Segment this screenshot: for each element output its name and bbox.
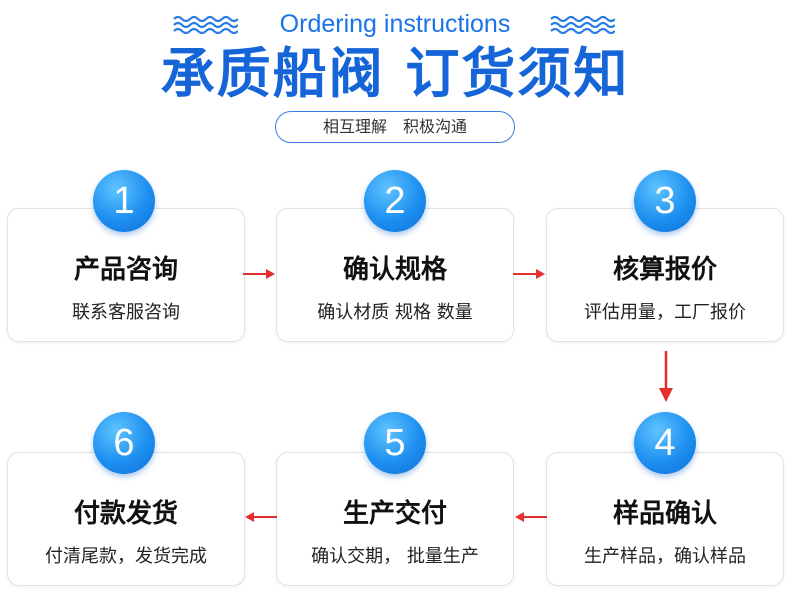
- step-card-4: 样品确认 生产样品，确认样品: [546, 452, 784, 586]
- step-desc: 确认材质 规格 数量: [317, 302, 473, 323]
- step-number-badge: 1: [93, 170, 155, 232]
- step-number-badge: 5: [364, 412, 426, 474]
- step-desc: 联系客服咨询: [72, 302, 180, 323]
- step-title: 核算报价: [612, 255, 717, 285]
- wave-decoration-icon: [173, 15, 238, 35]
- step-title: 样品确认: [612, 499, 717, 529]
- step-desc: 付清尾款，发货完成: [45, 546, 207, 567]
- step-desc: 评估用量，工厂报价: [584, 302, 746, 323]
- arrow-left-icon: [515, 512, 547, 522]
- arrow-right-icon: [243, 269, 275, 279]
- step-card-2: 确认规格 确认材质 规格 数量: [276, 208, 514, 342]
- step-card-5: 生产交付 确认交期， 批量生产: [276, 452, 514, 586]
- step-number-badge: 2: [364, 170, 426, 232]
- step-number-badge: 3: [634, 170, 696, 232]
- slogan-pill: 相互理解 积极沟通: [275, 111, 515, 143]
- step-card-6: 付款发货 付清尾款，发货完成: [7, 452, 245, 586]
- subtitle-english: Ordering instructions: [279, 10, 511, 38]
- step-title: 确认规格: [342, 255, 447, 285]
- arrow-down-icon: [659, 351, 673, 402]
- step-title: 产品咨询: [73, 255, 178, 285]
- arrow-left-icon: [245, 512, 277, 522]
- arrow-right-icon: [513, 269, 545, 279]
- step-number-badge: 6: [93, 412, 155, 474]
- step-number-badge: 4: [634, 412, 696, 474]
- step-desc: 确认交期， 批量生产: [311, 546, 479, 567]
- step-title: 生产交付: [342, 499, 447, 529]
- step-desc: 生产样品，确认样品: [584, 546, 746, 567]
- step-title: 付款发货: [73, 499, 178, 529]
- header-english: Ordering instructions: [0, 8, 790, 40]
- page-title: 承质船阀 订货须知: [160, 41, 630, 105]
- wave-decoration-icon: [550, 15, 615, 35]
